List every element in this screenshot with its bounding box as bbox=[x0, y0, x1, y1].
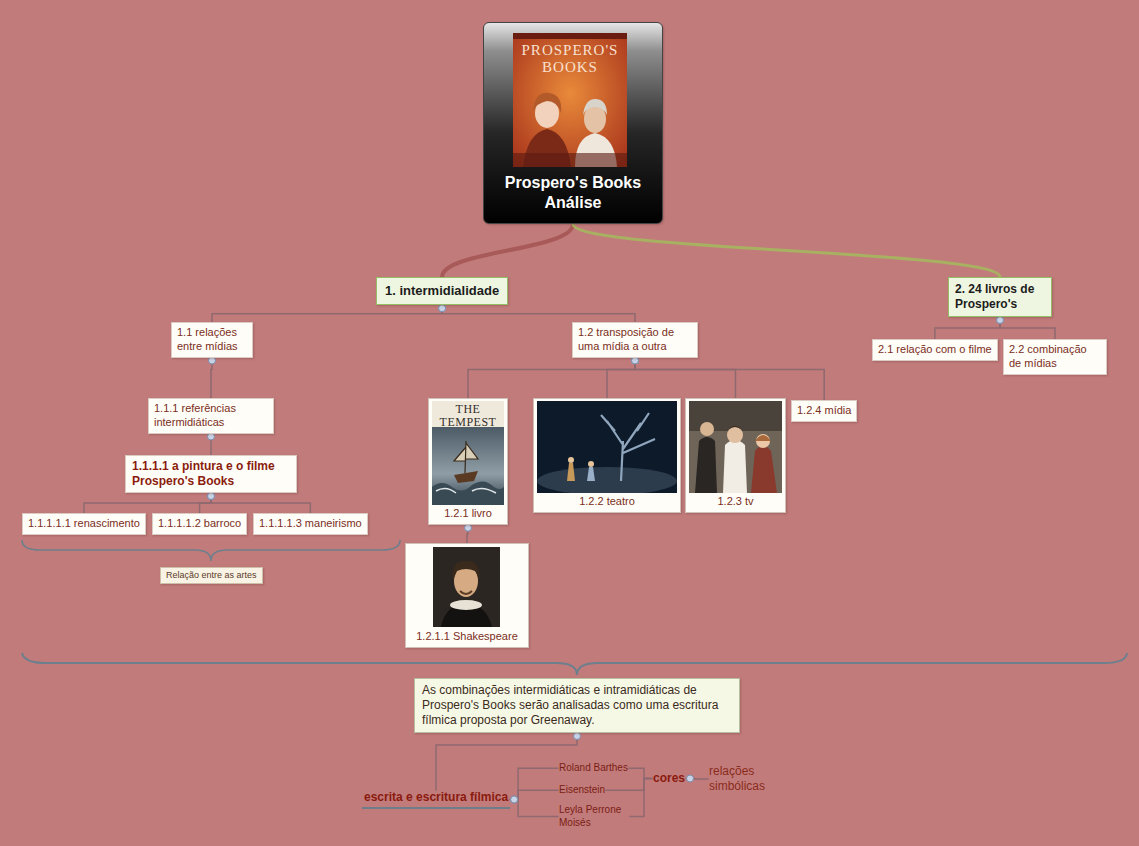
floating-topic: escrita e escritura fílmica bbox=[362, 790, 510, 809]
branch-connector bbox=[439, 305, 635, 322]
branch-connector bbox=[630, 779, 652, 817]
reference-label: Leyla Perrone Moisés bbox=[558, 803, 630, 830]
reference-label: Eisenstein bbox=[558, 783, 606, 798]
topic-text: 1.2 transposição de uma mídia a outra bbox=[578, 326, 692, 354]
subtopic: 1.1.1 referências intermidiáticas bbox=[148, 398, 274, 434]
topic-text: Leyla Perrone Moisés bbox=[559, 804, 629, 829]
connector-line bbox=[629, 768, 652, 778]
cover-title: PROSPERO'S BOOKS bbox=[513, 42, 627, 75]
topic-text: Roland Barthes bbox=[559, 762, 628, 775]
topic-text: relações simbólicas bbox=[709, 764, 781, 794]
brace bbox=[22, 653, 1127, 675]
main-topic: 1. intermidialidade bbox=[376, 277, 508, 305]
connector-line bbox=[442, 224, 573, 277]
branch-connector bbox=[84, 493, 215, 514]
branch-connector bbox=[510, 796, 558, 817]
branch-connector bbox=[686, 775, 708, 782]
tv-photo bbox=[689, 401, 782, 493]
branch-connector bbox=[629, 768, 652, 778]
topic-text: 1.1.1.1.2 barroco bbox=[158, 517, 241, 531]
topic-text: 1.1.1.1.3 maneirismo bbox=[259, 517, 362, 531]
subtopic: 1.1.1.1.1 renascimento bbox=[22, 513, 146, 535]
topic-text: 2. 24 livros de Prospero's bbox=[955, 282, 1045, 312]
summary-box: As combinações intermidiáticas e intrami… bbox=[414, 678, 740, 733]
topic-text: Relação entre as artes bbox=[166, 570, 257, 581]
branch-connector bbox=[997, 317, 1056, 340]
branch-connector bbox=[208, 433, 215, 455]
topic-text: 1.1.1.1.1 renascimento bbox=[28, 517, 140, 531]
brace bbox=[22, 540, 400, 561]
branch-connector bbox=[632, 357, 736, 398]
branch-connector bbox=[935, 317, 1004, 340]
connector-line bbox=[212, 305, 442, 322]
theatre-photo bbox=[537, 401, 677, 493]
connector-line bbox=[510, 768, 558, 799]
main-topic: 2. 24 livros de Prospero's bbox=[948, 277, 1052, 317]
floating-topic: cores bbox=[652, 770, 686, 787]
topic-text: cores bbox=[653, 771, 685, 786]
subtopic: 1.2.4 mídia bbox=[791, 400, 857, 422]
branch-connector bbox=[468, 357, 639, 398]
note-box: Relação entre as artes bbox=[160, 567, 263, 584]
topic-text: 1. intermidialidade bbox=[385, 283, 499, 299]
topic-text: 1.2.4 mídia bbox=[797, 404, 851, 418]
connector-line bbox=[442, 305, 635, 322]
topic-text: Eisenstein bbox=[559, 784, 605, 797]
branch-connector bbox=[436, 733, 580, 791]
topic-text: 1.2.3 tv bbox=[689, 495, 782, 509]
topic-text: 1.2.2 teatro bbox=[537, 495, 677, 509]
connector-line bbox=[606, 779, 652, 791]
connector-line bbox=[635, 358, 736, 399]
connector-line bbox=[1000, 317, 1055, 339]
branch-connector bbox=[607, 357, 639, 398]
connector-line bbox=[436, 733, 577, 790]
subtopic: 1.2 transposição de uma mídia a outra bbox=[572, 322, 698, 358]
connector-line bbox=[84, 493, 211, 513]
connector-line bbox=[607, 358, 635, 399]
connector-line bbox=[635, 358, 824, 401]
connector-line bbox=[630, 779, 652, 817]
topic-text: escrita e escritura fílmica bbox=[364, 790, 508, 805]
connector-line bbox=[211, 493, 310, 513]
branch-connector bbox=[606, 779, 652, 791]
reference-label: Roland Barthes bbox=[558, 761, 629, 776]
connector-line bbox=[935, 317, 1000, 339]
branch-connector bbox=[212, 305, 446, 322]
topic-text: 1.2.1 livro bbox=[432, 507, 504, 521]
topic-text: 1.1.1 referências intermidiáticas bbox=[154, 402, 268, 430]
branch-connector bbox=[632, 357, 825, 400]
branch-connector bbox=[510, 768, 558, 803]
topic-text: 2.2 combinação de mídias bbox=[1009, 343, 1101, 371]
topic-text: 1.1.1.1 a pintura e o filme Prospero's B… bbox=[132, 459, 290, 489]
branch-connector bbox=[573, 224, 1000, 277]
branch-connector bbox=[442, 224, 573, 277]
topic-text: 1.2.1.1 Shakespeare bbox=[409, 630, 525, 644]
portrait bbox=[433, 547, 500, 627]
subtopic: 2.2 combinação de mídias bbox=[1003, 339, 1107, 375]
subtopic: 1.1.1.1.2 barroco bbox=[152, 513, 247, 535]
connector-line bbox=[573, 224, 1000, 277]
connector-line bbox=[510, 800, 558, 817]
subtopic: 1.1 relações entre mídias bbox=[171, 322, 253, 358]
subtopic: 2.1 relação com o filme bbox=[872, 339, 998, 361]
branch-connector bbox=[465, 524, 472, 543]
subtopic: 1.1.1.1 a pintura e o filme Prospero's B… bbox=[125, 455, 297, 493]
connector-line bbox=[468, 358, 635, 399]
topic-text: 1.1 relações entre mídias bbox=[177, 326, 247, 354]
topic-text: As combinações intermidiáticas e intrami… bbox=[422, 683, 732, 728]
subtopic: 1.1.1.1.3 maneirismo bbox=[253, 513, 368, 535]
topic-text: Prospero's Books Análise bbox=[490, 173, 656, 213]
topic-text: 2.1 relação com o filme bbox=[878, 343, 992, 357]
floating-topic: relações simbólicas bbox=[708, 763, 782, 795]
book-title: THE TEMPEST bbox=[432, 403, 504, 429]
branch-connector bbox=[209, 357, 216, 398]
branch-connector bbox=[510, 790, 558, 803]
branch-connector bbox=[208, 493, 311, 514]
